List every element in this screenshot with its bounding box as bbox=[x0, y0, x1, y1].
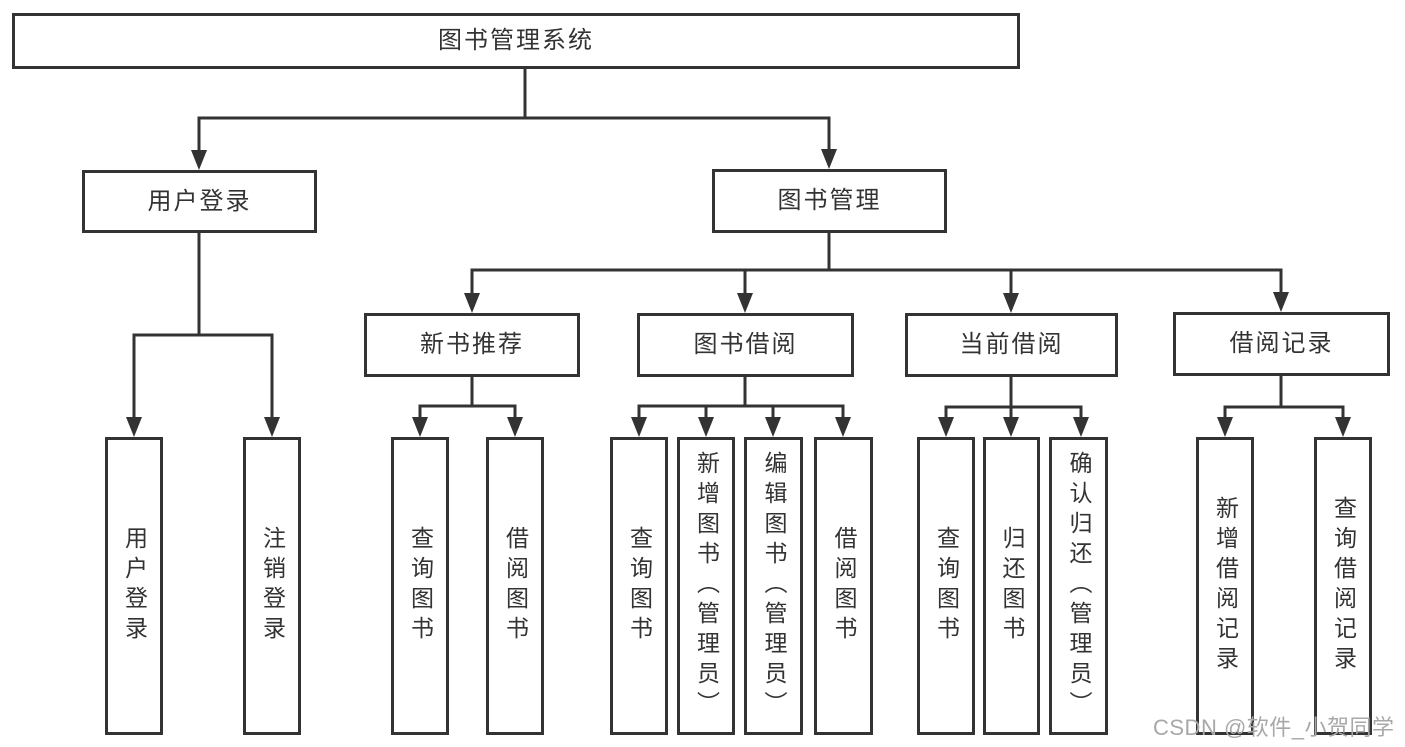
node-user-login: 用户登录 bbox=[82, 170, 317, 233]
leaf-query-books-1: 查询图书 bbox=[391, 437, 449, 735]
node-label: 查询借阅记录 bbox=[1330, 496, 1357, 676]
node-label: 新书推荐 bbox=[420, 331, 524, 358]
leaf-borrow-books-1: 借阅图书 bbox=[486, 437, 544, 735]
node-borrowing-records: 借阅记录 bbox=[1173, 312, 1390, 376]
node-label: 归还图书 bbox=[999, 526, 1025, 646]
node-label: 图书借阅 bbox=[693, 331, 798, 358]
node-book-management: 图书管理 bbox=[712, 169, 947, 233]
node-label: 查询图书 bbox=[407, 526, 434, 646]
node-label: 借阅记录 bbox=[1229, 330, 1334, 357]
node-current-borrowing: 当前借阅 bbox=[905, 313, 1118, 377]
leaf-add-borrow-record: 新增借阅记录 bbox=[1196, 437, 1254, 735]
node-book-borrowing: 图书借阅 bbox=[637, 313, 854, 377]
leaf-return-book: 归还图书 bbox=[983, 437, 1040, 735]
leaf-query-books-3: 查询图书 bbox=[917, 437, 975, 735]
node-label: 用户登录 bbox=[121, 526, 148, 646]
node-label: 借阅图书 bbox=[831, 526, 857, 646]
node-label: 注销登录 bbox=[259, 526, 286, 646]
csdn-watermark: CSDN @软件_小贺同学 bbox=[1153, 715, 1395, 740]
node-label: 当前借阅 bbox=[959, 331, 1064, 358]
node-label: 新增借阅记录 bbox=[1212, 496, 1239, 676]
node-label: 图书管理 bbox=[777, 187, 882, 214]
leaf-borrow-books-2: 借阅图书 bbox=[814, 437, 873, 735]
leaf-confirm-return-admin: 确认归还（管理员） bbox=[1049, 437, 1108, 735]
leaf-edit-book-admin: 编辑图书（管理员） bbox=[744, 437, 803, 735]
leaf-add-book-admin: 新增图书（管理员） bbox=[677, 437, 735, 735]
node-new-book-recommendation: 新书推荐 bbox=[364, 313, 580, 377]
node-library-management-system: 图书管理系统 bbox=[12, 13, 1020, 69]
leaf-user-login: 用户登录 bbox=[105, 437, 163, 735]
node-label: 确认归还（管理员） bbox=[1066, 451, 1092, 721]
node-label: 用户登录 bbox=[147, 187, 252, 215]
leaf-query-borrow-record: 查询借阅记录 bbox=[1314, 437, 1372, 735]
leaf-query-books-2: 查询图书 bbox=[610, 437, 668, 735]
node-label: 编辑图书（管理员） bbox=[761, 451, 787, 721]
node-label: 查询图书 bbox=[933, 526, 960, 646]
node-label: 借阅图书 bbox=[502, 526, 529, 646]
node-label: 新增图书（管理员） bbox=[693, 451, 720, 721]
node-label: 图书管理系统 bbox=[438, 27, 594, 54]
node-label: 查询图书 bbox=[626, 526, 653, 646]
leaf-logout: 注销登录 bbox=[243, 437, 301, 735]
